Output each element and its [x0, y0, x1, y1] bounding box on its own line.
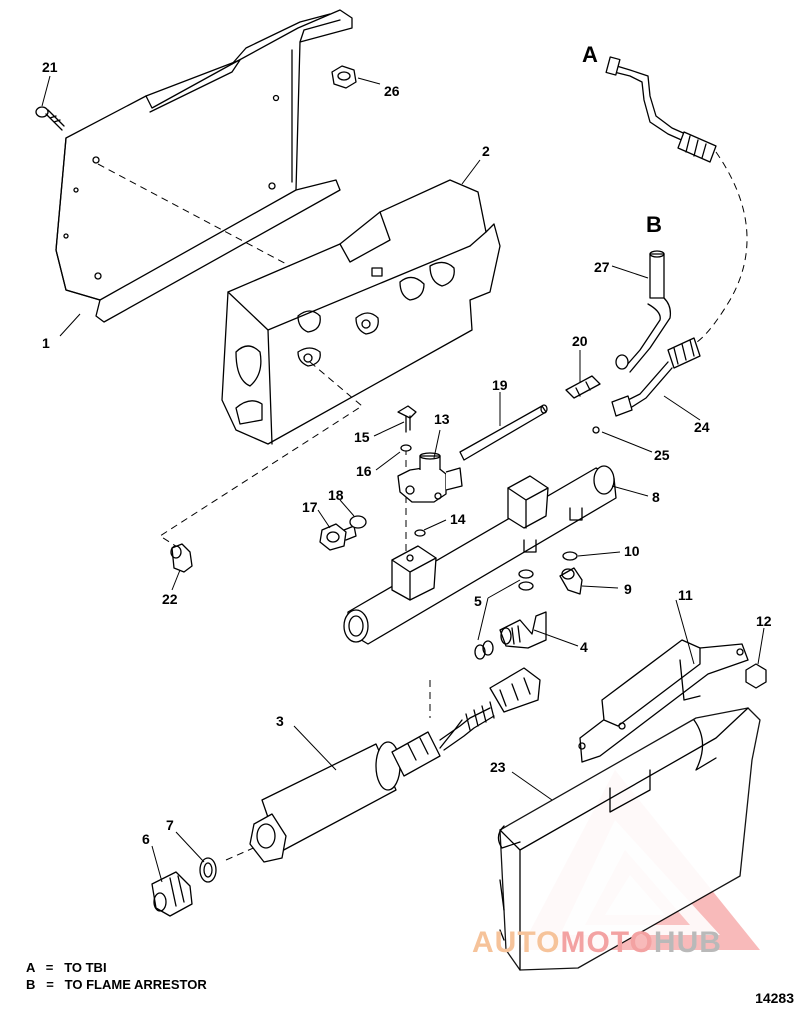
callout-4: 4	[580, 639, 588, 655]
callout-14: 14	[450, 511, 466, 527]
legend-key: B	[26, 977, 36, 992]
part-15-bolt	[397, 405, 417, 433]
callout-5: 5	[474, 593, 482, 609]
part-8-fuel-rail	[343, 465, 617, 645]
part-27-hose	[615, 250, 672, 373]
callout-22: 22	[162, 591, 178, 607]
callout-21: 21	[42, 59, 58, 75]
callout-24: 24	[694, 419, 710, 435]
part-6-fitting	[151, 871, 193, 917]
callout-19: 19	[492, 377, 508, 393]
callout-16: 16	[356, 463, 372, 479]
part-7-o-ring	[199, 857, 217, 883]
part-21-screw	[35, 106, 65, 131]
callout-labels: 1 2 3 4 5 6 7 8 9 10 11 12 13 14 15 16 1…	[42, 42, 772, 847]
callout-6: 6	[142, 831, 150, 847]
part-9-fitting	[559, 567, 583, 595]
callout-1: 1	[42, 335, 50, 351]
legend-separator: =	[46, 977, 54, 992]
callout-10: 10	[624, 543, 640, 559]
callout-12: 12	[756, 613, 772, 629]
watermark-part-1: AUTO	[472, 926, 561, 959]
legend-item-a: A = TO TBI	[26, 960, 107, 975]
part-23-cooler-housing	[497, 707, 761, 971]
part-16-washer	[400, 444, 412, 452]
part-19-tube	[459, 404, 548, 461]
part-5-o-rings	[474, 569, 534, 660]
figure-number: 14283	[755, 990, 794, 1006]
part-14-o-ring	[414, 529, 426, 537]
legend-key: A	[26, 960, 35, 975]
callout-17: 17	[302, 499, 318, 515]
callout-2: 2	[482, 143, 490, 159]
callout-8: 8	[652, 489, 660, 505]
connection-b-label: B	[646, 212, 662, 237]
connection-a-label: A	[582, 42, 598, 67]
part-20-fitting	[565, 375, 601, 399]
callout-20: 20	[572, 333, 588, 349]
callout-18: 18	[328, 487, 344, 503]
part-18-washer	[349, 515, 367, 529]
callout-25: 25	[654, 447, 670, 463]
callout-9: 9	[624, 581, 632, 597]
line-a-fuel-line	[605, 56, 748, 417]
part-26-nut	[331, 65, 357, 89]
part-4-elbow-fitting	[499, 611, 547, 649]
part-25-o-ring	[592, 426, 600, 434]
part-11-bracket	[578, 639, 749, 763]
watermark-part-2: MOTO	[560, 926, 654, 959]
callout-11: 11	[678, 587, 693, 603]
legend-text: TO FLAME ARRESTOR	[64, 977, 207, 992]
part-10-o-ring	[562, 551, 578, 561]
part-2-pump-bracket	[221, 179, 501, 445]
part-13-pressure-regulator	[397, 452, 463, 503]
legend-text: TO TBI	[64, 960, 107, 975]
legend-separator: =	[45, 960, 54, 975]
callout-27: 27	[594, 259, 610, 275]
callout-23: 23	[490, 759, 506, 775]
part-12-nut	[745, 663, 767, 689]
part-17-screw	[319, 523, 357, 551]
callout-3: 3	[276, 713, 284, 729]
part-1-mounting-bracket	[55, 9, 353, 323]
part-3-fuel-pump	[249, 667, 541, 863]
watermark-logo-text: AUTOMOTOHUB	[472, 926, 722, 960]
callout-13: 13	[434, 411, 450, 427]
callout-15: 15	[354, 429, 370, 445]
leader-lines	[41, 75, 765, 883]
part-22-rivet	[170, 543, 193, 573]
watermark-part-3: HUB	[653, 926, 722, 959]
callout-26: 26	[384, 83, 400, 99]
legend-item-b: B = TO FLAME ARRESTOR	[26, 977, 207, 992]
callout-7: 7	[166, 817, 174, 833]
